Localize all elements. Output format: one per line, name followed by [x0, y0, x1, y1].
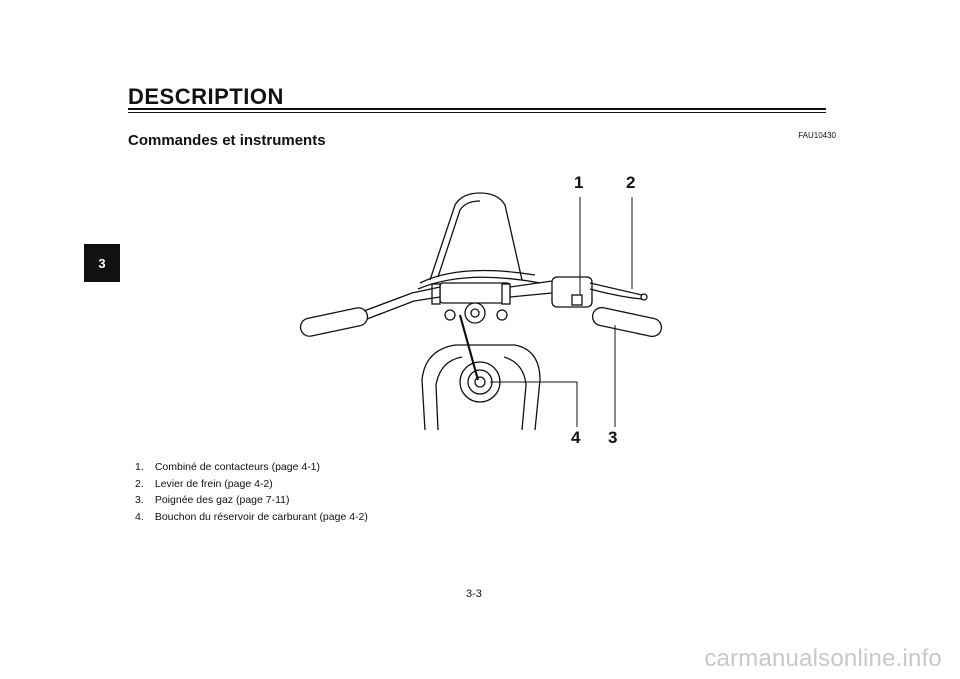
figure-legend: 1. Combiné de contacteurs (page 4-1) 2. …	[135, 459, 368, 525]
document-code: FAU10430	[798, 131, 836, 140]
right-switch-assembly	[551, 276, 648, 308]
instrument-cluster	[411, 280, 553, 324]
fuel-tank	[421, 344, 541, 431]
heading-rule-thin	[128, 112, 826, 113]
legend-item: 2. Levier de frein (page 4-2)	[135, 476, 368, 493]
left-grip	[299, 292, 415, 337]
legend-text: Bouchon du réservoir de carburant (page …	[154, 510, 368, 523]
callout-1: 1	[574, 173, 584, 192]
windscreen	[429, 192, 523, 281]
section-title: DESCRIPTION	[128, 84, 284, 109]
legend-text: Poignée des gaz (page 7-11)	[154, 494, 290, 506]
legend-number: 2.	[135, 477, 144, 490]
watermark[interactable]: carmanualsonline.info	[704, 645, 942, 672]
legend-number: 3.	[135, 494, 144, 506]
chapter-tab: 3	[84, 244, 120, 282]
legend-number: 1.	[135, 461, 144, 473]
callout-2: 2	[626, 173, 636, 192]
subsection-title: Commandes et instruments	[128, 132, 326, 149]
legend-text: Levier de frein (page 4-2)	[154, 477, 273, 490]
leader-line-4	[490, 381, 578, 427]
legend-item: 4. Bouchon du réservoir de carburant (pa…	[135, 509, 368, 526]
cable	[419, 269, 536, 284]
right-grip	[591, 306, 663, 338]
legend-text: Combiné de contacteurs (page 4-1)	[154, 461, 321, 473]
legend-item: 1. Combiné de contacteurs (page 4-1)	[135, 459, 368, 476]
callout-4: 4	[571, 428, 581, 447]
heading-rule	[128, 108, 826, 110]
callout-3: 3	[608, 428, 618, 447]
legend-number: 4.	[135, 510, 144, 523]
page-number: 3-3	[466, 588, 482, 600]
legend-item: 3. Poignée des gaz (page 7-11)	[135, 492, 368, 509]
handlebar-illustration	[299, 192, 663, 431]
